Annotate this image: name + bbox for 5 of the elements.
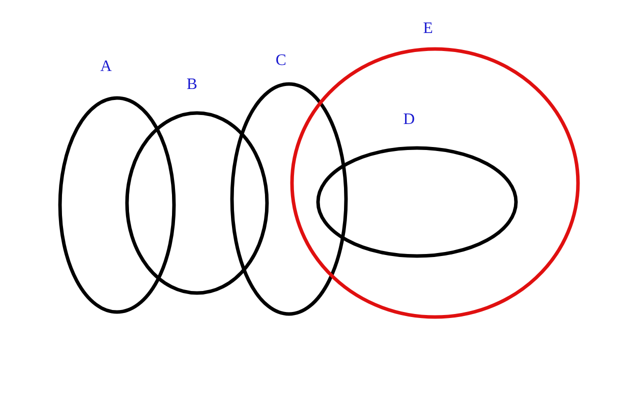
set-label: E <box>423 20 433 38</box>
set-label: C <box>276 52 286 70</box>
set-label: A <box>100 58 112 76</box>
set-label: D <box>403 111 415 129</box>
set-label: B <box>186 76 198 94</box>
